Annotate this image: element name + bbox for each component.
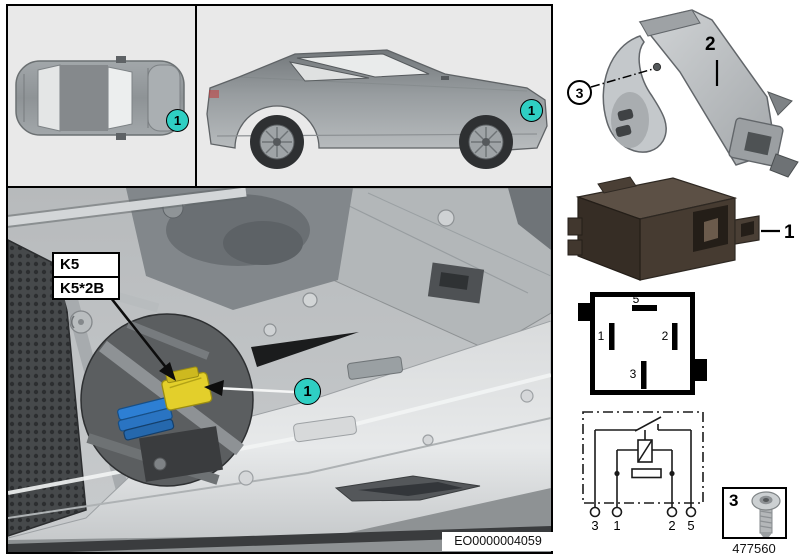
part-number: 477560 <box>732 541 776 556</box>
engine-bay-panel: K5 K5*2B 1 EO0000004059 <box>6 186 554 554</box>
terminal-label-2: 2 <box>668 518 675 533</box>
relay-part-image[interactable] <box>558 172 800 290</box>
pin-label-5: 5 <box>633 292 640 306</box>
callout-number-relay[interactable]: 1 <box>784 222 795 243</box>
pin-label-1: 1 <box>598 329 605 343</box>
bracket-part-image[interactable] <box>560 2 800 184</box>
car-top-view-panel: 1 <box>6 4 197 188</box>
screw-icon <box>751 491 781 537</box>
pin-label-3: 3 <box>630 367 637 381</box>
callout-badge-engine-relay[interactable]: 1 <box>294 378 321 405</box>
relay-code: K5 <box>60 256 80 273</box>
relay-location-label: K5 K5*2B <box>52 252 120 300</box>
callout-number-bracket[interactable]: 2 <box>705 34 716 55</box>
relay-circuit-schematic: 3 1 2 5 <box>582 411 704 533</box>
screw-part-box[interactable]: 3 <box>722 487 787 539</box>
pin-label-2: 2 <box>662 329 669 343</box>
relay-code-variant: K5*2B <box>54 276 118 300</box>
terminal-label-5: 5 <box>687 518 694 533</box>
callout-badge-car-side[interactable]: 1 <box>520 99 543 122</box>
terminal-label-1: 1 <box>613 518 620 533</box>
callout-badge-car-top[interactable]: 1 <box>166 109 189 132</box>
car-side-view-image <box>206 49 548 169</box>
terminal-label-3: 3 <box>591 518 598 533</box>
image-code: EO0000004059 <box>442 532 554 551</box>
car-top-view-image <box>15 56 185 140</box>
relay-pin-diagram: 5 1 2 3 <box>578 292 707 395</box>
callout-badge-bracket-screw[interactable]: 3 <box>567 80 592 105</box>
engine-bay-photo <box>8 188 551 552</box>
callout-number-screw[interactable]: 3 <box>729 491 739 510</box>
car-side-view-panel: 1 <box>195 4 553 188</box>
